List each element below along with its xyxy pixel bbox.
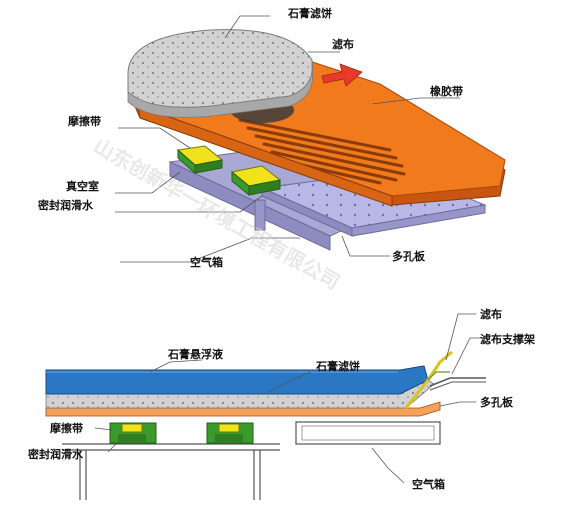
bottom-label-gypsum-cake: 石膏滤饼 bbox=[315, 359, 360, 373]
perforated-plate-side bbox=[351, 204, 486, 237]
friction-belt-left bbox=[176, 145, 224, 175]
bottom-label-gypsum-slurry: 石膏悬浮液 bbox=[167, 347, 224, 361]
top-label-seal-water: 密封润滑水 bbox=[38, 198, 94, 212]
bottom-label-filter-cloth: 滤布 bbox=[480, 307, 502, 321]
direction-arrow bbox=[321, 63, 363, 87]
top-diagram: 石膏滤饼 滤布 橡胶带 摩擦带 真空室 密封润滑水 空气箱 多孔板 bbox=[38, 6, 506, 269]
top-label-friction-belt: 摩擦带 bbox=[68, 114, 101, 128]
air-box-right bbox=[295, 421, 441, 445]
top-label-vacuum-chamber: 真空室 bbox=[66, 179, 99, 193]
filter-cloth-section bbox=[404, 350, 453, 409]
friction-block-right bbox=[206, 422, 254, 444]
gypsum-slurry-section bbox=[45, 365, 429, 395]
bottom-label-air-box: 空气箱 bbox=[412, 477, 445, 491]
friction-belt-right bbox=[230, 165, 282, 197]
bottom-label-perforated-plate: 多孔板 bbox=[480, 395, 514, 409]
bottom-label-friction-belt: 摩擦带 bbox=[50, 421, 83, 435]
air-box-front bbox=[169, 161, 331, 251]
gypsum-cake-edge bbox=[127, 59, 313, 118]
top-label-perforated-plate: 多孔板 bbox=[392, 249, 426, 263]
top-label-rubber-belt: 橡胶带 bbox=[430, 84, 463, 98]
gypsum-cake bbox=[127, 29, 314, 108]
rubber-belt-section bbox=[45, 401, 441, 417]
rubber-belt-front-edge bbox=[137, 105, 393, 207]
bottom-label-cloth-support: 滤布支撑架 bbox=[480, 332, 535, 346]
top-label-filter-cloth: 滤布 bbox=[332, 37, 354, 51]
air-box-rib bbox=[254, 199, 266, 231]
top-label-air-box: 空气箱 bbox=[190, 255, 223, 269]
bottom-diagram: 滤布 滤布支撑架 石膏悬浮液 石膏滤饼 多孔板 摩擦带 密封润滑水 空气箱 bbox=[28, 307, 535, 500]
cloth-support-frame bbox=[429, 377, 486, 387]
friction-block-left bbox=[109, 422, 157, 444]
top-label-gypsum-cake: 石膏滤饼 bbox=[287, 6, 332, 20]
air-box-left bbox=[62, 443, 280, 500]
rubber-belt-grooves bbox=[238, 118, 406, 185]
bottom-label-seal-water: 密封润滑水 bbox=[28, 447, 84, 461]
